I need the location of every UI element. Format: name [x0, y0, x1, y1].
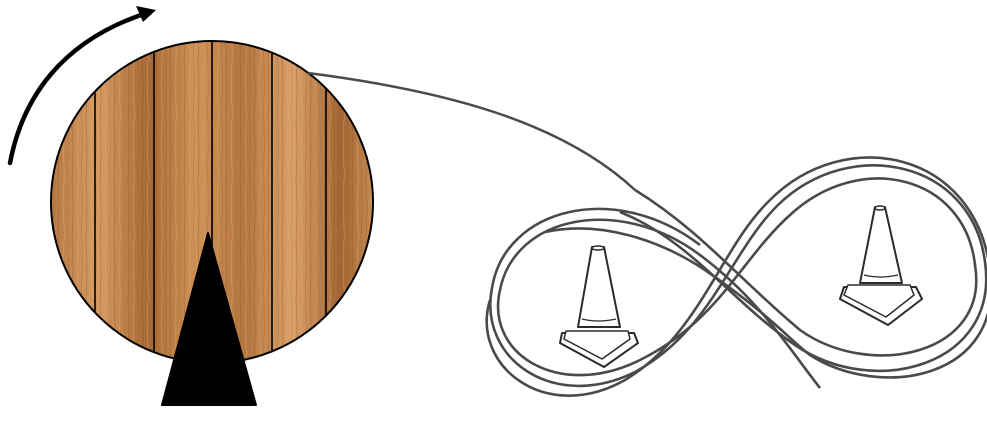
traffic-cone-icon — [840, 206, 922, 325]
traffic-cone-icon — [560, 246, 638, 367]
figure-eight-path — [487, 158, 987, 396]
